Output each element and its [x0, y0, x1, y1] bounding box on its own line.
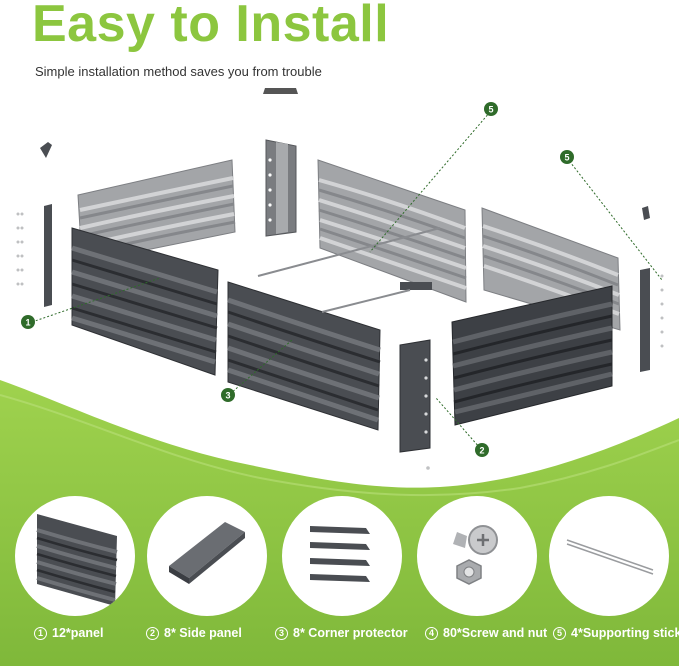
part-image-side-panel	[147, 496, 267, 616]
panel-front-right	[451, 285, 613, 426]
part-label-panel: 1 12*panel	[34, 626, 103, 640]
exploded-assembly-diagram: 1 2 3 5 5	[16, 88, 664, 470]
part-image-corner-protector	[282, 496, 402, 616]
panel-back-center	[317, 159, 467, 303]
corner-protector-left	[16, 142, 52, 307]
part-label-text: 4*Supporting stick	[571, 626, 679, 640]
part-number-badge: 1	[34, 626, 47, 640]
side-panel-back	[263, 88, 298, 237]
svg-text:5: 5	[564, 153, 569, 163]
marker-2: 2	[475, 443, 489, 457]
part-image-screw-and-nut	[417, 496, 537, 616]
part-image-panel	[15, 496, 135, 616]
part-label-side-panel: 2 8* Side panel	[146, 626, 242, 640]
leader-lines	[31, 111, 663, 449]
part-number-badge: 3	[275, 626, 288, 640]
part-label-supporting-stick: 5 4*Supporting stick	[553, 626, 679, 640]
marker-5-right: 5	[560, 150, 574, 164]
svg-text:5: 5	[488, 105, 493, 115]
corner-protector-right	[640, 206, 664, 372]
part-number-badge: 5	[553, 626, 566, 640]
part-label-text: 80*Screw and nut	[443, 626, 548, 640]
panel-front-center	[227, 281, 381, 431]
part-image-supporting-stick	[549, 496, 669, 616]
panel-back-left	[77, 159, 236, 264]
page-title: Easy to Install	[32, 0, 390, 53]
part-label-text: 12*panel	[52, 626, 104, 640]
part-number-badge: 2	[146, 626, 159, 640]
part-label-text: 8* Side panel	[164, 626, 242, 640]
part-label-text: 8* Corner protector	[293, 626, 408, 640]
part-label-screw-and-nut: 4 80*Screw and nut	[425, 626, 547, 640]
marker-3: 3	[221, 388, 235, 402]
marker-5-top: 5	[484, 102, 498, 116]
part-number-badge: 4	[425, 626, 438, 640]
part-label-corner-protector: 3 8* Corner protector	[275, 626, 408, 640]
side-panel-front	[399, 282, 432, 470]
panel-front-left	[71, 227, 219, 376]
supporting-sticks	[257, 227, 441, 313]
svg-text:1: 1	[25, 318, 30, 328]
svg-text:2: 2	[479, 446, 484, 456]
marker-1: 1	[21, 315, 35, 329]
page-subtitle: Simple installation method saves you fro…	[35, 64, 322, 79]
svg-text:3: 3	[225, 391, 230, 401]
